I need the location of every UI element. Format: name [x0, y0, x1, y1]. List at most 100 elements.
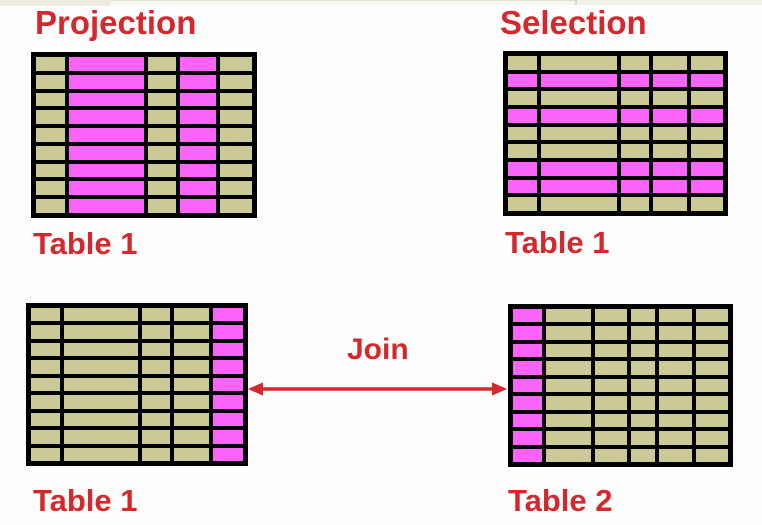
table-cell	[180, 92, 216, 107]
table-cell	[541, 126, 618, 141]
table-cell	[31, 360, 61, 374]
table-cell	[621, 73, 649, 88]
table-cell	[658, 309, 692, 323]
table-cell	[180, 163, 216, 178]
selection-title: Selection	[500, 4, 647, 41]
table-cell	[630, 378, 655, 393]
table-cell	[658, 413, 692, 428]
table-cell	[594, 431, 627, 445]
table-cell	[652, 144, 687, 158]
table-cell	[513, 326, 542, 340]
table-cell	[219, 145, 252, 160]
table-cell	[31, 412, 61, 427]
table-cell	[545, 326, 591, 340]
table-cell	[541, 109, 618, 123]
table-cell	[621, 91, 649, 105]
table-cell	[621, 179, 649, 194]
table-cell	[513, 431, 542, 445]
table-cell	[173, 430, 209, 444]
table-cell	[219, 110, 252, 125]
table-cell	[594, 378, 627, 393]
table-cell	[630, 448, 655, 462]
table-cell	[36, 163, 65, 178]
table-cell	[658, 448, 692, 462]
table-cell	[68, 57, 145, 71]
table-cell	[212, 325, 243, 339]
projection-table	[31, 52, 257, 218]
table-cell	[508, 162, 538, 176]
table-cell	[594, 361, 627, 375]
table-cell	[68, 145, 145, 160]
table-cell	[652, 197, 687, 211]
table-cell	[212, 360, 243, 374]
table-cell	[219, 57, 252, 71]
table-cell	[31, 342, 61, 357]
table-cell	[545, 413, 591, 428]
table-cell	[508, 73, 538, 88]
table-cell	[68, 163, 145, 178]
table-cell	[690, 56, 723, 70]
table-cell	[695, 361, 728, 375]
join-left-table-caption: Table 1	[33, 483, 138, 518]
bottom-edge-right	[575, 0, 762, 5]
table-cell	[508, 179, 538, 194]
selection-table-caption: Table 1	[505, 225, 610, 260]
table-cell	[630, 431, 655, 445]
table-cell	[545, 343, 591, 358]
table-cell	[31, 308, 61, 322]
table-cell	[31, 325, 61, 339]
table-cell	[630, 309, 655, 323]
table-cell	[541, 73, 618, 88]
table-cell	[658, 431, 692, 445]
table-cell	[690, 126, 723, 141]
join-right-table-caption: Table 2	[508, 483, 613, 518]
table-cell	[64, 412, 139, 427]
table-cell	[508, 56, 538, 70]
table-cell	[142, 360, 170, 374]
table-cell	[545, 309, 591, 323]
table-cell	[142, 325, 170, 339]
table-cell	[541, 179, 618, 194]
projection-title: Projection	[35, 4, 197, 41]
table-cell	[31, 395, 61, 409]
table-cell	[652, 109, 687, 123]
table-cell	[180, 145, 216, 160]
table-cell	[64, 360, 139, 374]
table-cell	[212, 377, 243, 392]
table-cell	[180, 110, 216, 125]
table-cell	[212, 342, 243, 357]
table-cell	[180, 128, 216, 142]
table-cell	[36, 74, 65, 89]
table-cell	[652, 56, 687, 70]
table-cell	[64, 447, 139, 461]
table-cell	[31, 447, 61, 461]
table-cell	[68, 74, 145, 89]
join-arrow-icon	[248, 382, 507, 396]
bottom-edge-middle	[110, 0, 575, 5]
table-cell	[508, 197, 538, 211]
table-cell	[36, 110, 65, 125]
table-cell	[695, 343, 728, 358]
table-cell	[652, 162, 687, 176]
table-cell	[541, 91, 618, 105]
table-cell	[621, 144, 649, 158]
table-cell	[36, 92, 65, 107]
table-cell	[621, 197, 649, 211]
table-cell	[212, 308, 243, 322]
table-cell	[695, 448, 728, 462]
table-cell	[173, 395, 209, 409]
table-cell	[621, 109, 649, 123]
table-cell	[36, 199, 65, 213]
table-cell	[68, 92, 145, 107]
table-cell	[690, 73, 723, 88]
bottom-edge-left	[0, 0, 110, 6]
table-cell	[68, 110, 145, 125]
table-cell	[508, 91, 538, 105]
table-cell	[541, 197, 618, 211]
table-cell	[545, 361, 591, 375]
table-cell	[64, 377, 139, 392]
table-cell	[31, 377, 61, 392]
table-cell	[630, 361, 655, 375]
table-cell	[658, 343, 692, 358]
table-cell	[31, 430, 61, 444]
